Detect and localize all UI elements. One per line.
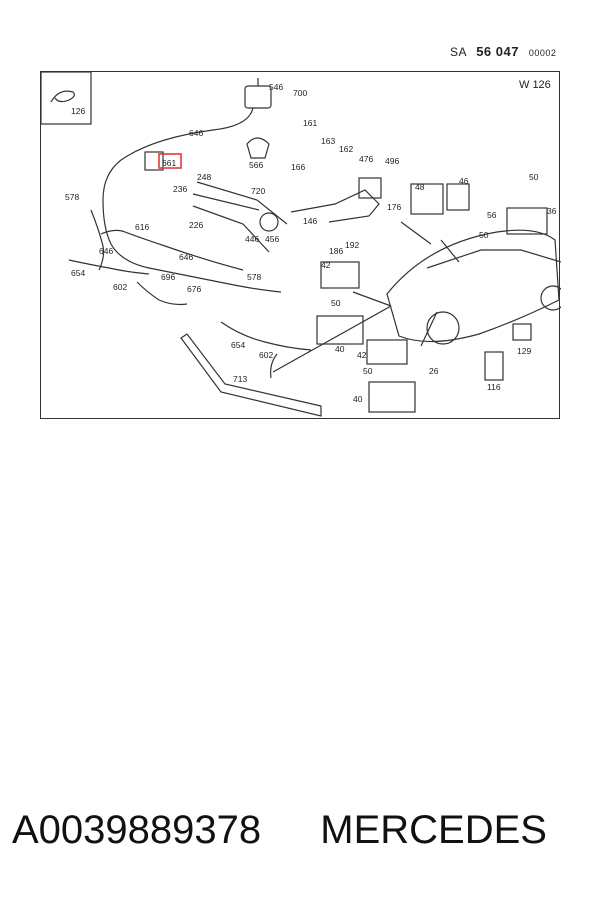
- hose-602b: [270, 353, 278, 379]
- callout-42: 42: [357, 350, 367, 360]
- callout-646: 646: [179, 252, 193, 262]
- callout-56: 56: [487, 210, 497, 220]
- hose-602: [136, 281, 188, 306]
- callout-616: 616: [135, 222, 149, 232]
- callout-48: 48: [415, 182, 425, 192]
- callout-602: 602: [113, 282, 127, 292]
- trim-strip-713: [180, 333, 322, 417]
- header-number: 56 047: [476, 44, 519, 59]
- motor-146: [358, 177, 382, 199]
- brand-name: MERCEDES: [320, 808, 547, 852]
- callout-446: 446: [245, 234, 259, 244]
- relay-36: [506, 207, 548, 235]
- callout-496: 496: [385, 156, 399, 166]
- hose-646b: [100, 229, 244, 271]
- relay-116: [484, 351, 504, 381]
- car-body: [386, 229, 560, 343]
- callout-248: 248: [197, 172, 211, 182]
- callout-602: 602: [259, 350, 273, 360]
- callout-50: 50: [479, 230, 489, 240]
- callout-162: 162: [339, 144, 353, 154]
- callout-578: 578: [247, 272, 261, 282]
- holder-40a: [316, 315, 364, 345]
- callout-116: 116: [487, 382, 501, 392]
- header-suffix: 00002: [528, 48, 557, 58]
- holder-42b: [366, 339, 408, 365]
- callout-40: 40: [335, 344, 345, 354]
- hose-654: [68, 259, 150, 275]
- callout-661: 661: [162, 158, 176, 168]
- callout-654: 654: [231, 340, 245, 350]
- product-caption: A0039889378 MERCEDES: [12, 808, 547, 853]
- callout-676: 676: [187, 284, 201, 294]
- callout-42: 42: [321, 260, 331, 270]
- callout-646: 646: [99, 246, 113, 256]
- callout-646: 646: [189, 128, 203, 138]
- callout-labels: 126 546 700 161 646 163 162 476 496 566 166 661 248 2…: [65, 82, 557, 404]
- leader-lines: [272, 221, 460, 373]
- model-label: W 126: [519, 79, 551, 91]
- callout-700: 700: [293, 88, 307, 98]
- callout-40: 40: [353, 394, 363, 404]
- callout-476: 476: [359, 154, 373, 164]
- callout-226: 226: [189, 220, 203, 230]
- callout-654: 654: [71, 268, 85, 278]
- linkage-720: [290, 189, 380, 223]
- callout-166: 166: [291, 162, 305, 172]
- wiper-arm-236: [192, 193, 260, 211]
- callout-146: 146: [303, 216, 317, 226]
- relay-46: [446, 183, 470, 211]
- part-number: A0039889378: [12, 808, 262, 852]
- diagram-header: SA 56 047 00002: [450, 44, 556, 59]
- clip-661: [144, 151, 164, 171]
- callout-50: 50: [363, 366, 373, 376]
- callout-36: 36: [547, 206, 557, 216]
- holder-40b: [368, 381, 416, 413]
- callout-129: 129: [517, 346, 531, 356]
- callout-566: 566: [249, 160, 263, 170]
- callout-26: 26: [429, 366, 439, 376]
- hose-578: [90, 209, 105, 271]
- hose-646: [102, 107, 282, 293]
- car-roofline: [426, 249, 561, 269]
- callout-546: 546: [269, 82, 283, 92]
- washer-pump: [244, 85, 272, 109]
- relay-129: [512, 323, 532, 341]
- callout-176: 176: [387, 202, 401, 212]
- highlight-box-661: [158, 153, 182, 169]
- callout-163: 163: [321, 136, 335, 146]
- clip-detail: [50, 90, 75, 103]
- module-48: [410, 183, 444, 215]
- callout-696: 696: [161, 272, 175, 282]
- callout-46: 46: [459, 176, 469, 186]
- parts-diagram-canvas: 126 546 700 161 646 163 162 476 496 566 166 661 248 2…: [41, 72, 561, 417]
- callout-50: 50: [331, 298, 341, 308]
- car-wheel-front: [426, 311, 460, 345]
- callout-161: 161: [303, 118, 317, 128]
- grommet-566: [246, 137, 270, 159]
- pivot-446: [259, 212, 279, 232]
- callout-126: 126: [71, 106, 85, 116]
- callout-186: 186: [329, 246, 343, 256]
- callout-578: 578: [65, 192, 79, 202]
- header-prefix: SA: [450, 45, 467, 59]
- wiper-arm-226: [192, 205, 270, 253]
- callout-192: 192: [345, 240, 359, 250]
- holder-42a: [320, 261, 360, 289]
- inset-box: [41, 72, 92, 125]
- car-wheel-rear: [540, 285, 561, 311]
- callout-713: 713: [233, 374, 247, 384]
- hose-654b: [220, 321, 312, 351]
- callout-50: 50: [529, 172, 539, 182]
- callout-456: 456: [265, 234, 279, 244]
- callout-236: 236: [173, 184, 187, 194]
- callout-720: 720: [251, 186, 265, 196]
- wiper-arm-248: [196, 181, 288, 225]
- parts-diagram: 126 546 700 161 646 163 162 476 496 566 166 661 248 2…: [40, 71, 561, 419]
